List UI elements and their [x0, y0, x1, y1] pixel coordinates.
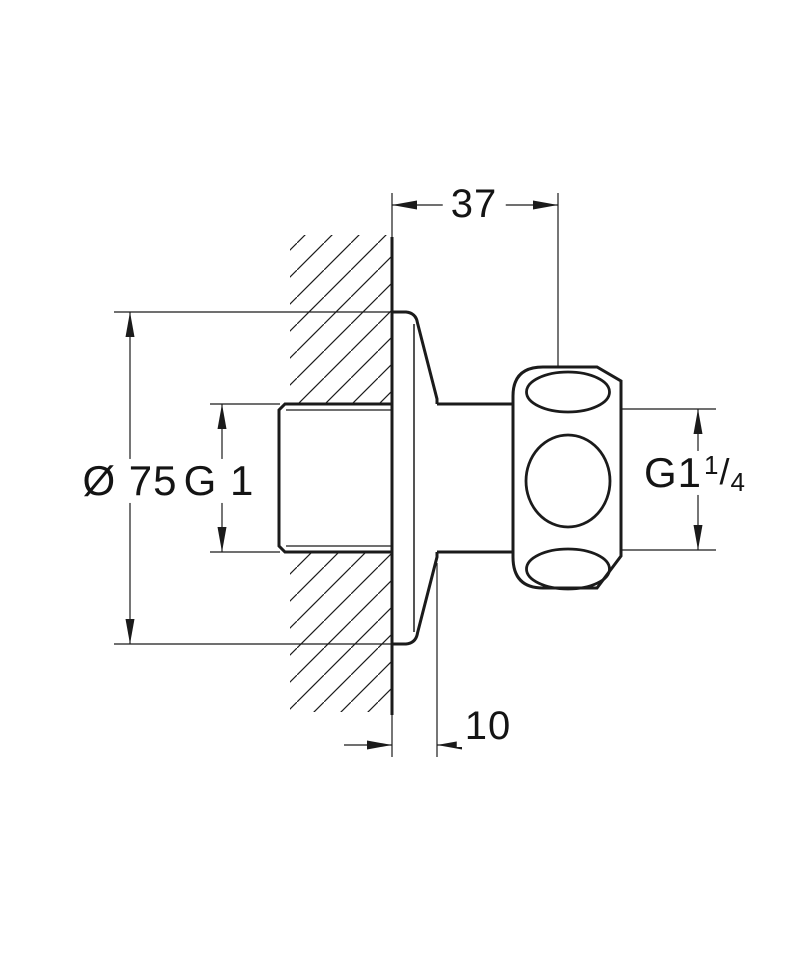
union-nut — [511, 365, 623, 591]
dim-label-nut-thread: G11/4 — [636, 448, 754, 497]
dimension-37 — [391, 193, 559, 366]
dim-label-flange-diameter: Ø 75 — [74, 458, 186, 504]
arrowhead-up-icon — [693, 409, 703, 434]
arrowhead-up-icon — [217, 404, 227, 429]
escutcheon-flange — [392, 310, 439, 646]
nut-thread-main: G1 — [644, 448, 703, 496]
arrowhead-left-icon — [437, 740, 462, 750]
arrowhead-right-icon — [367, 740, 392, 750]
nut-thread-slash: / — [719, 450, 731, 492]
wall-hatch-upper — [290, 235, 392, 404]
flange-top-profile — [392, 310, 439, 404]
dim-label-37: 37 — [442, 183, 506, 225]
dimension-10 — [344, 563, 506, 757]
wall-section — [290, 235, 394, 715]
nut-thread-numerator: 1 — [704, 449, 720, 480]
dimension-nut-thread — [621, 408, 716, 551]
arrowhead-right-icon — [533, 200, 558, 210]
nut-thread-denominator: 4 — [730, 466, 746, 497]
nut-knurl-bottom — [525, 547, 611, 591]
arrowhead-up-icon — [125, 312, 135, 337]
flange-bottom-profile — [392, 552, 439, 646]
wall-thread-pipe — [277, 402, 392, 554]
connector-body — [437, 402, 513, 554]
arrowhead-down-icon — [217, 527, 227, 552]
arrowhead-down-icon — [693, 525, 703, 550]
dim-label-wall-thread: G 1 — [175, 458, 263, 504]
arrowhead-left-icon — [392, 200, 417, 210]
nut-knurl-top — [525, 370, 611, 414]
dim-label-10: 10 — [456, 705, 520, 747]
pipe-outline — [277, 402, 392, 554]
wall-hatch-lower — [290, 552, 392, 712]
arrowhead-down-icon — [125, 619, 135, 644]
nut-knurl-middle — [524, 433, 612, 529]
